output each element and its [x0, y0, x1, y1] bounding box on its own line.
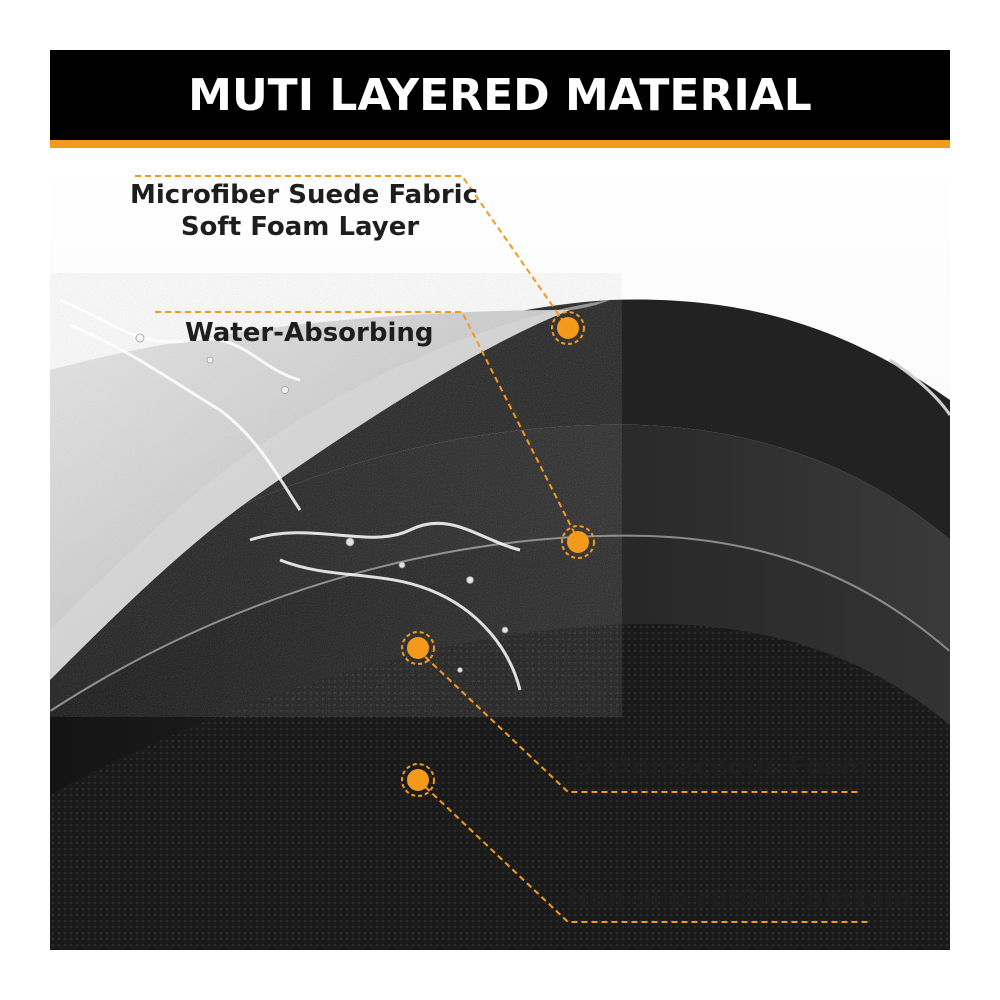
- title-banner: [50, 50, 950, 140]
- label-microfiber-suede-fabric: Microfiber Suede Fabric: [130, 180, 478, 210]
- label-soft-foam-layer: Soft Foam Layer: [180, 212, 420, 242]
- label-non-slip-rubber-bottom: Non-slip rubber bottom: [567, 884, 912, 914]
- layered-material-photo: [50, 150, 950, 950]
- label-water-absorbing: Water-Absorbing: [185, 318, 434, 348]
- accent-stripe: [50, 140, 950, 148]
- label-diatomaceous-foam: Diatomaceous Foam: [572, 752, 869, 782]
- title: MUTI LAYERED MATERIAL: [188, 69, 812, 121]
